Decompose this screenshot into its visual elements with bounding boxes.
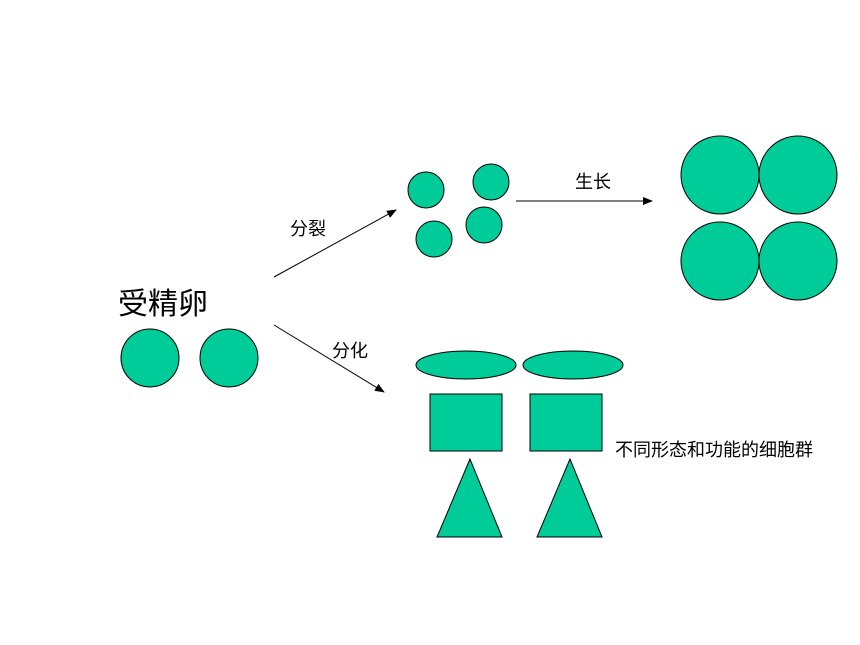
differentiated-column-left [415,350,517,538]
divided-cell [465,206,503,244]
zygote-label: 受精卵 [118,287,208,322]
grown-cell [680,221,760,301]
division-arrow [273,209,397,278]
differentiation-arrow [273,324,385,393]
flat-cell [415,350,517,380]
triangle-cell [536,457,603,538]
zygote-group: 受精卵 [118,287,259,388]
tissue-label: 不同形态和功能的细胞群 [615,440,813,461]
growth-branch: 生长 [516,172,653,205]
grown-cells [680,135,838,301]
zygote-cell-left [120,328,180,388]
differentiation-branch: 分化 [273,324,385,393]
flat-cell [522,350,624,380]
zygote-cell-right [199,328,259,388]
triangle-cell [436,457,503,538]
square-cell [529,393,603,452]
grown-cell [680,135,760,215]
division-branch: 分裂 [273,209,397,278]
grown-cell [758,135,838,215]
divided-cell [472,163,510,201]
square-cell [429,393,503,452]
grown-cell [758,221,838,301]
growth-label: 生长 [575,172,611,193]
divided-cell [415,220,453,258]
differentiated-column-right [522,350,624,538]
divided-cell [407,171,445,209]
divided-cells [407,163,510,258]
differentiation-label: 分化 [332,341,368,362]
division-label: 分裂 [290,219,326,240]
